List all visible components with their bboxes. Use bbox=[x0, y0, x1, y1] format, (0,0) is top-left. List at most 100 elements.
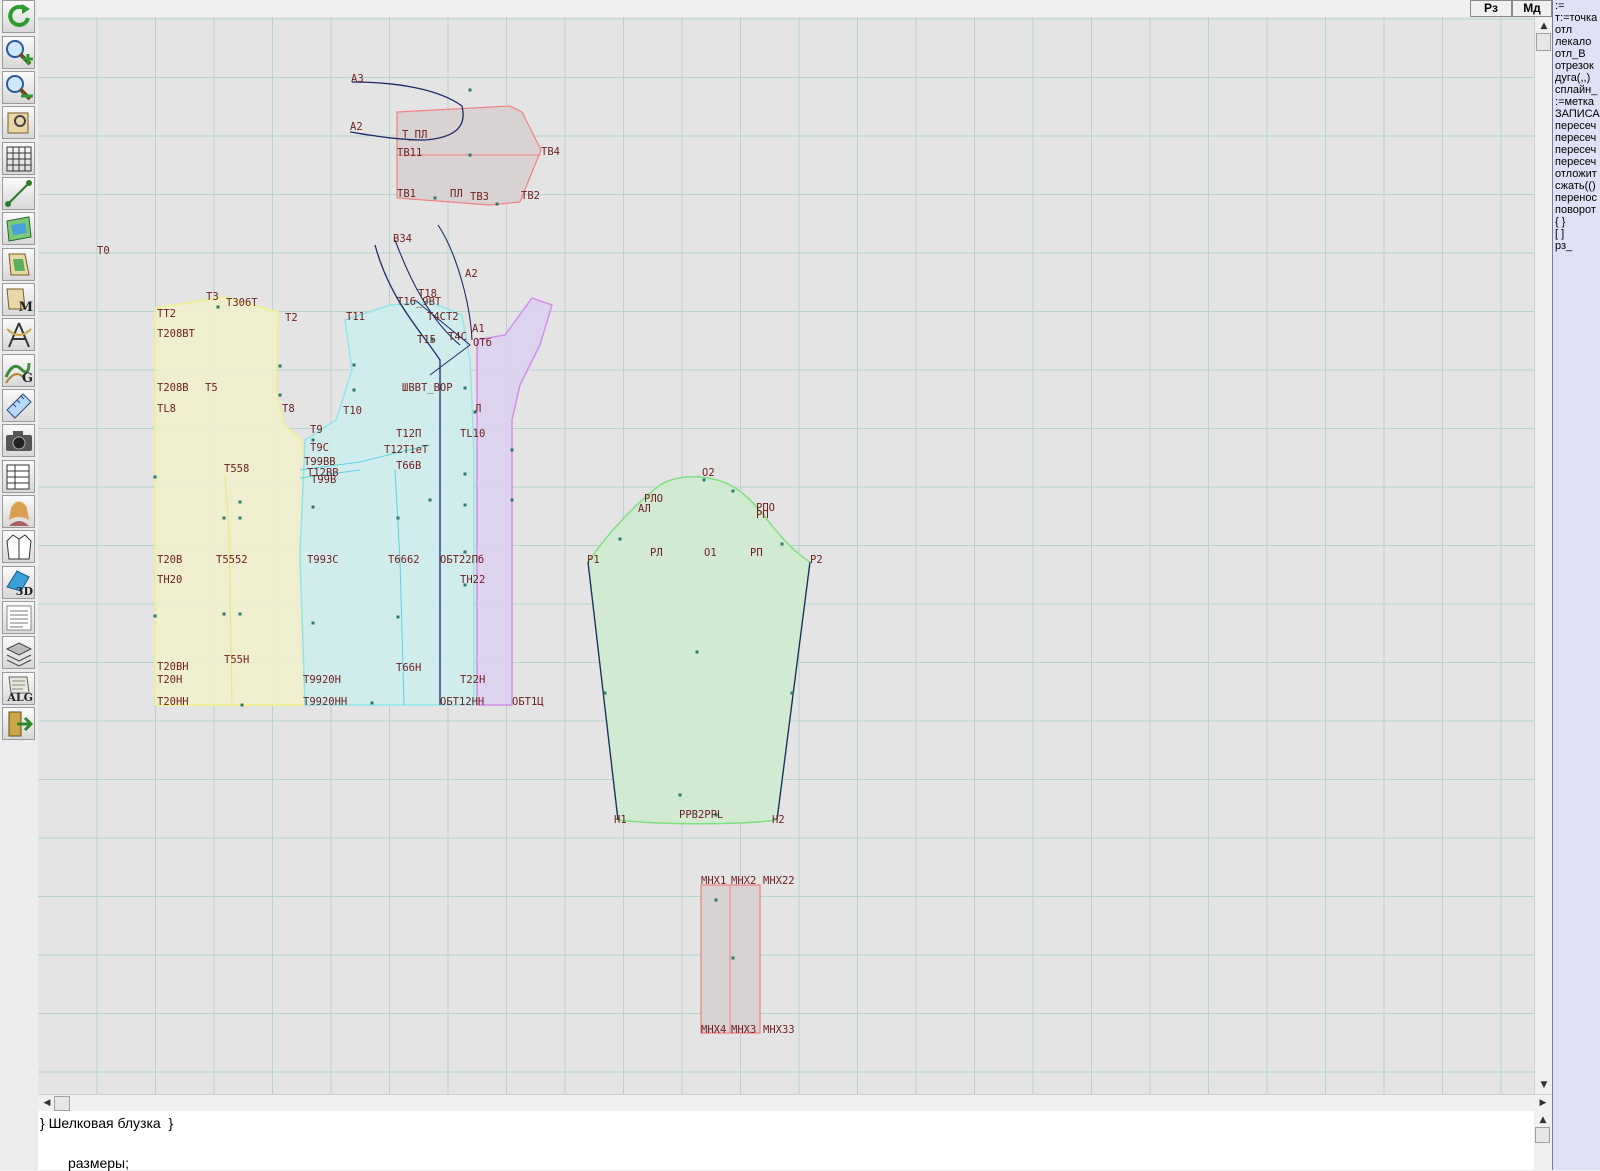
compass-icon bbox=[6, 322, 32, 348]
command-item[interactable]: отрезок bbox=[1555, 60, 1594, 72]
command-item[interactable]: перенос bbox=[1555, 192, 1598, 204]
point-label: ШВВТ_ВОР bbox=[402, 382, 453, 394]
dart-line bbox=[299, 469, 361, 479]
point-label: ТВ3 bbox=[470, 191, 489, 203]
ruler-icon bbox=[6, 393, 32, 419]
command-item[interactable]: дуга(,,) bbox=[1555, 72, 1591, 84]
point-label: Т66В bbox=[396, 460, 421, 472]
pattern-piece-tool-button[interactable] bbox=[2, 248, 35, 281]
jacket-tool-button[interactable] bbox=[2, 530, 35, 563]
measure-m-tool-button[interactable]: M bbox=[2, 283, 35, 316]
sleeve-piece bbox=[587, 476, 811, 825]
point-label: Т9 bbox=[310, 424, 323, 436]
construction-line bbox=[437, 224, 473, 341]
command-item[interactable]: [ ] bbox=[1555, 228, 1565, 240]
zoom-out-tool-button[interactable] bbox=[2, 71, 35, 104]
point-marker bbox=[780, 542, 784, 546]
camera-tool-button[interactable] bbox=[2, 424, 35, 457]
command-item[interactable]: ЗАПИСА bbox=[1555, 108, 1600, 120]
algorithm-tool-button[interactable]: ALG bbox=[2, 672, 35, 705]
command-item[interactable]: сжать(() bbox=[1555, 180, 1596, 192]
point-marker bbox=[278, 393, 282, 397]
point-marker bbox=[240, 703, 244, 707]
command-item[interactable]: пересеч bbox=[1555, 156, 1597, 168]
command-item[interactable]: сплайн_ bbox=[1555, 84, 1598, 96]
grading-g-tool-button[interactable]: G bbox=[2, 354, 35, 387]
point-label: Т208В bbox=[157, 382, 189, 394]
sleeve-seam-line bbox=[587, 561, 619, 821]
command-item[interactable]: :=метка bbox=[1555, 96, 1595, 108]
scroll-down-icon[interactable]: ▼ bbox=[1540, 1080, 1548, 1090]
h-scroll-thumb[interactable] bbox=[54, 1096, 70, 1111]
scroll-thumb[interactable] bbox=[1536, 33, 1551, 51]
point-label: Т4С bbox=[448, 331, 467, 343]
zoom-in-tool-button[interactable] bbox=[2, 36, 35, 69]
command-item[interactable]: пересеч bbox=[1555, 132, 1597, 144]
command-item[interactable]: пересеч bbox=[1555, 144, 1597, 156]
point-marker bbox=[352, 363, 356, 367]
point-label: Т16_9ВТ bbox=[397, 296, 442, 308]
point-label: Т55Н bbox=[224, 654, 249, 666]
scroll-thumb[interactable] bbox=[1535, 1127, 1550, 1143]
sizes-button[interactable]: Рз bbox=[1470, 0, 1512, 17]
point-marker bbox=[428, 498, 432, 502]
models-button[interactable]: Мд bbox=[1512, 0, 1552, 17]
point-marker bbox=[463, 583, 467, 587]
point-label: Т8 bbox=[282, 403, 295, 415]
layers-tool-button[interactable] bbox=[2, 636, 35, 669]
grid-tool-button[interactable] bbox=[2, 142, 35, 175]
dart-line bbox=[394, 469, 405, 706]
point-marker bbox=[463, 550, 467, 554]
pattern-view-tool-button[interactable] bbox=[2, 106, 35, 139]
table-tool-button[interactable] bbox=[2, 460, 35, 493]
ruler-tool-button[interactable] bbox=[2, 389, 35, 422]
command-item[interactable]: рз_ bbox=[1555, 240, 1573, 252]
point-label: ТТ2 bbox=[157, 308, 176, 320]
command-item[interactable]: := bbox=[1555, 0, 1565, 12]
compass-tool-button[interactable] bbox=[2, 318, 35, 351]
code-editor[interactable]: } Шелковая блузка } размеры; bbox=[38, 1111, 1534, 1171]
point-label: Т20НН bbox=[157, 696, 189, 708]
point-marker bbox=[618, 537, 622, 541]
command-item[interactable]: лекало bbox=[1555, 36, 1592, 48]
point-label: РП bbox=[750, 547, 763, 559]
scroll-left-icon[interactable]: ◀ bbox=[43, 1098, 51, 1108]
map-tool-button[interactable] bbox=[2, 212, 35, 245]
point-label: Т99В bbox=[311, 474, 336, 486]
command-item[interactable]: т:=точка bbox=[1555, 12, 1598, 24]
point-label: Т20В bbox=[157, 554, 182, 566]
editor-scrollbar[interactable]: ▲ bbox=[1534, 1111, 1552, 1170]
front-piece bbox=[154, 296, 311, 706]
exit-tool-button[interactable] bbox=[2, 707, 35, 740]
command-item[interactable]: отл bbox=[1555, 24, 1573, 36]
line-tool-tool-button[interactable] bbox=[2, 177, 35, 210]
document-tool-button[interactable] bbox=[2, 601, 35, 634]
command-item[interactable]: поворот bbox=[1555, 204, 1596, 216]
point-marker bbox=[238, 516, 242, 520]
point-label: МНХ4 bbox=[701, 1024, 726, 1036]
command-item[interactable]: { } bbox=[1555, 216, 1566, 228]
scroll-right-icon[interactable]: ▶ bbox=[1539, 1098, 1547, 1108]
horizontal-scrollbar[interactable]: ◀ ▶ bbox=[38, 1094, 1552, 1112]
refresh-tool-button[interactable] bbox=[2, 0, 35, 33]
point-label: Т_ПЛ bbox=[402, 129, 427, 141]
point-label: Т5 bbox=[205, 382, 218, 394]
point-marker bbox=[714, 898, 718, 902]
point-marker bbox=[790, 691, 794, 695]
tool-letter: M bbox=[18, 300, 33, 315]
avatar-tool-button[interactable] bbox=[2, 495, 35, 528]
command-item[interactable]: отложит bbox=[1555, 168, 1597, 180]
scroll-up-icon[interactable]: ▲ bbox=[1539, 1115, 1547, 1125]
vertical-scrollbar[interactable]: ▲ ▼ bbox=[1534, 17, 1552, 1094]
point-marker bbox=[702, 478, 706, 482]
command-item[interactable]: отл_В bbox=[1555, 48, 1586, 60]
point-label: МНХ1 bbox=[701, 875, 726, 887]
scroll-up-icon[interactable]: ▲ bbox=[1540, 21, 1548, 31]
3d-tool-button[interactable]: 3D bbox=[2, 566, 35, 599]
point-marker bbox=[153, 614, 157, 618]
document-icon bbox=[6, 605, 32, 631]
command-item[interactable]: пересеч bbox=[1555, 120, 1597, 132]
